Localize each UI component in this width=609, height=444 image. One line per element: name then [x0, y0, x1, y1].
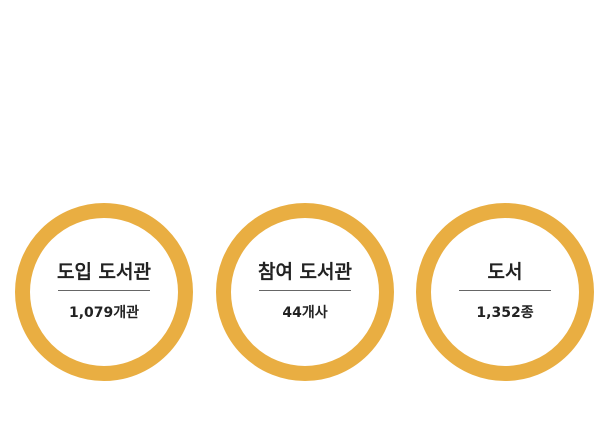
stat-divider — [459, 290, 551, 291]
stat-value: 1,352종 — [476, 305, 534, 321]
stat-divider — [259, 290, 351, 291]
stat-circle-adopting-libraries: 도입 도서관 1,079개관 — [15, 203, 193, 381]
stat-divider — [58, 290, 150, 291]
stat-title: 도입 도서관 — [56, 261, 151, 283]
stat-circle-books: 도서 1,352종 — [416, 203, 594, 381]
stat-value: 44개사 — [282, 305, 328, 321]
stat-title: 참여 도서관 — [257, 261, 352, 283]
stat-circle-participating-libraries: 참여 도서관 44개사 — [216, 203, 394, 381]
stats-row: 도입 도서관 1,079개관 참여 도서관 44개사 도서 1,352종 — [0, 203, 609, 383]
stat-title: 도서 — [487, 261, 523, 283]
stat-value: 1,079개관 — [68, 305, 140, 321]
